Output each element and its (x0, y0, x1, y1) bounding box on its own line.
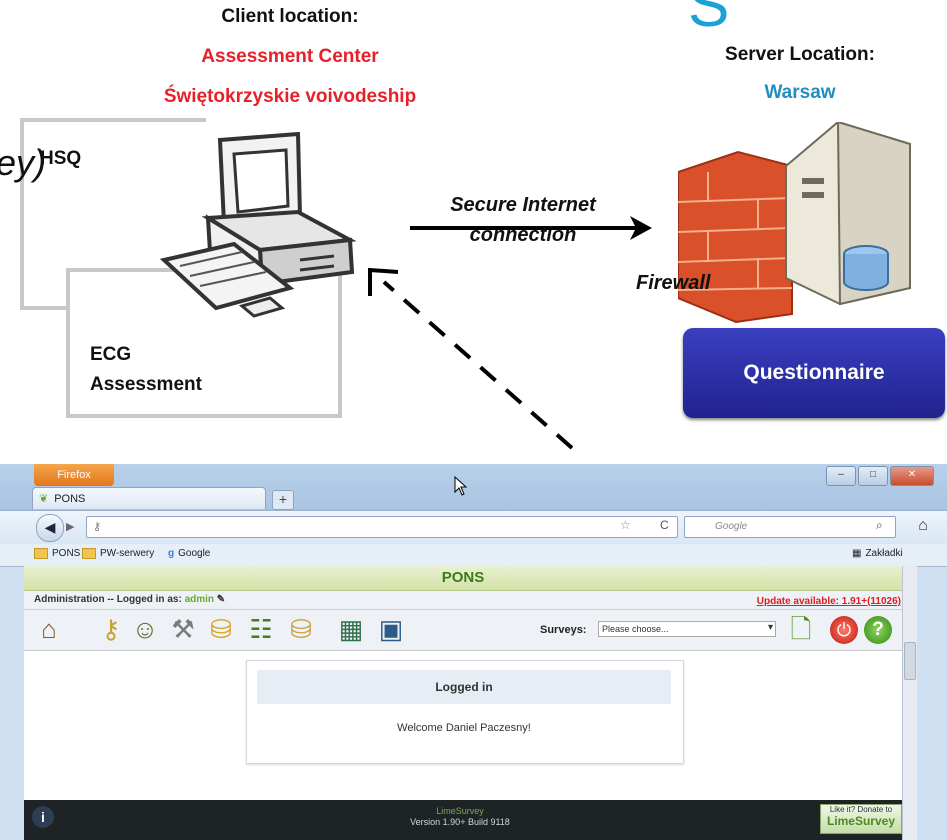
new-survey-icon[interactable]: 🗋 (790, 614, 812, 644)
google-icon: g (168, 548, 175, 559)
window-controls: – □ ✕ (826, 466, 934, 486)
admin-text: Administration -- Logged in as: (34, 594, 182, 605)
client-location-title: Client location: (221, 6, 359, 27)
bookmarks-menu[interactable]: ▦ Zakładki (852, 548, 903, 559)
bookmarks-icon: ▦ (852, 548, 862, 559)
back-button[interactable]: ◀ (36, 514, 64, 542)
mouse-cursor-icon (454, 476, 468, 496)
home-admin-icon[interactable]: ⌂ (41, 614, 57, 644)
folder-icon (82, 548, 96, 559)
assessment-center-label: Assessment Center (201, 46, 379, 67)
page-title: PONS (24, 566, 902, 591)
maximize-button[interactable]: □ (858, 466, 888, 486)
pencil-icon[interactable]: ✎ (216, 594, 226, 605)
database-check-icon[interactable]: ⛁ (210, 614, 232, 644)
arrow-head-right (630, 216, 652, 240)
tab-pons[interactable]: ❦ PONS (32, 487, 266, 509)
template-editor-icon[interactable]: ▣ (378, 614, 404, 644)
page-footer (24, 800, 902, 840)
ecg-assessment-label: ECG Assessment (90, 340, 202, 400)
donate-line: Like it? Donate to (829, 805, 893, 814)
ecg-label-line1: ECG (90, 344, 132, 365)
bookmark-pons[interactable]: PONS (34, 548, 80, 559)
home-icon[interactable]: ⌂ (918, 517, 928, 534)
donate-button[interactable]: Like it? Donate to LimeSurvey (820, 804, 902, 834)
url-input[interactable]: ⚷ (86, 516, 678, 538)
scrollbar[interactable] (902, 566, 917, 840)
surveys-label: Surveys: (540, 624, 587, 636)
donate-brand: LimeSurvey (826, 814, 896, 828)
search-input[interactable]: Google (684, 516, 896, 538)
server-city-label: Warsaw (764, 82, 836, 103)
firewall-label: Firewall (636, 272, 711, 294)
bookmark-label: PONS (52, 548, 81, 559)
cut-text-fragment: ey) (0, 142, 47, 183)
grid-icon[interactable]: ▦ (338, 614, 364, 644)
tools-icon[interactable]: ⚒ (171, 614, 195, 644)
checklist-icon[interactable]: ☷ (249, 614, 273, 644)
lime-favicon-icon: ❦ (39, 493, 49, 505)
dashed-arrow (382, 280, 574, 450)
logged-in-heading: Logged in (257, 670, 671, 704)
secure-connection-label: Secure Internet connection (408, 190, 638, 250)
help-icon[interactable]: ? (864, 616, 892, 644)
footer-version-text: Version 1.90+ Build 9118 (410, 817, 510, 827)
computer-icon (159, 132, 357, 318)
secure-connection-line2: connection (469, 224, 577, 246)
logout-icon[interactable]: ⏻ (830, 616, 858, 644)
bookmark-google[interactable]: g Google (168, 548, 210, 559)
secure-connection-line1: Secure Internet (450, 194, 596, 216)
search-icon[interactable]: ⌕ (876, 518, 883, 532)
admin-user-link[interactable]: admin (184, 594, 215, 605)
update-available-link[interactable]: Update available: 1.91+(11026) (756, 596, 901, 607)
admin-bar: Administration -- Logged in as: admin ✎ (24, 591, 902, 610)
diagram-arrows (368, 216, 652, 450)
chevron-down-icon[interactable]: ▾ (768, 622, 774, 633)
questionnaire-button[interactable]: Questionnaire (683, 328, 945, 418)
key-admin-icon[interactable]: ⚷ (101, 614, 121, 644)
users-icon[interactable]: ☺ (131, 614, 159, 644)
footer-version: LimeSurvey Version 1.90+ Build 9118 (300, 806, 620, 828)
surveys-select[interactable]: Please choose... (598, 621, 776, 637)
bookmarks-menu-label: Zakładki (865, 548, 903, 559)
search-placeholder: Google (715, 521, 748, 532)
reload-icon[interactable]: C (660, 518, 669, 532)
hsq-label: HSQ (40, 148, 82, 169)
welcome-message: Welcome Daniel Paczesny! (397, 722, 531, 734)
new-tab-button[interactable]: + (272, 490, 294, 510)
minimize-button[interactable]: – (826, 466, 856, 486)
tab-title: PONS (54, 492, 86, 505)
server-location-title: Server Location: (725, 44, 875, 65)
folder-icon (34, 548, 48, 559)
firewall-icon (678, 150, 793, 324)
forward-icon[interactable]: ▶ (66, 521, 75, 533)
firefox-menu-button[interactable]: Firefox (34, 464, 114, 486)
close-window-button[interactable]: ✕ (890, 466, 934, 486)
firewall-server-icon (678, 122, 911, 324)
database-percent-icon[interactable]: ⛁ (290, 614, 312, 644)
ecg-label-line2: Assessment (90, 374, 202, 395)
footer-brand[interactable]: LimeSurvey (436, 806, 484, 816)
voivodeship-label: Świętokrzyskie voivodeship (163, 86, 417, 107)
partial-letter: S (688, 0, 730, 40)
scrollbar-thumb[interactable] (904, 642, 916, 680)
bookmark-label: PW-serwery (100, 548, 155, 559)
info-icon[interactable]: i (32, 806, 54, 828)
key-icon: ⚷ (93, 521, 102, 533)
dashed-arrow-head (368, 267, 399, 296)
bookmark-label: Google (178, 548, 211, 559)
bookmark-star-icon[interactable]: ☆ (620, 518, 631, 532)
bookmark-pw-serwery[interactable]: PW-serwery (82, 548, 154, 559)
